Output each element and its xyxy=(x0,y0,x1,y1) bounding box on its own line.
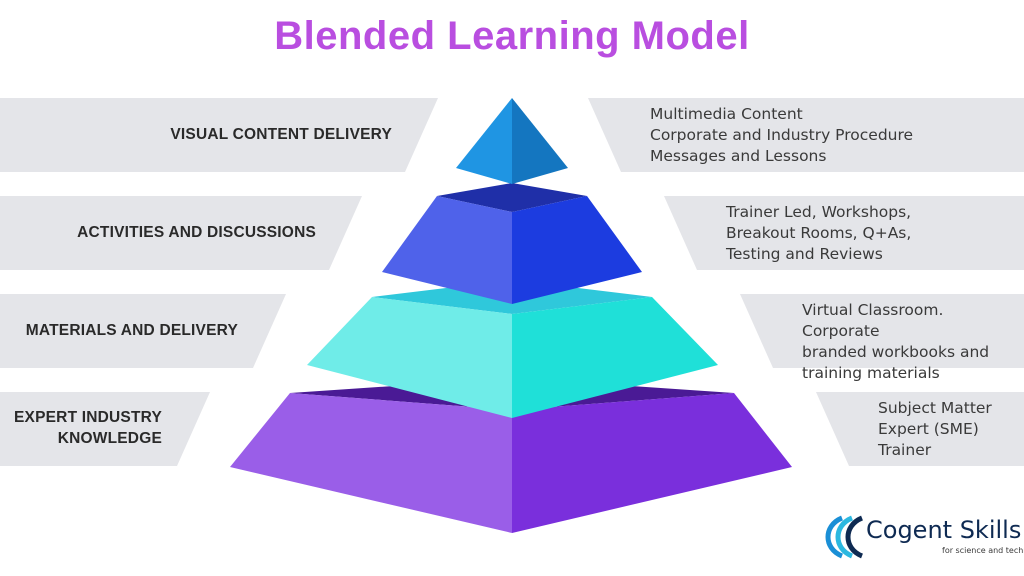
right-label-4-line-2: Expert (SME) xyxy=(878,420,979,438)
right-label-3: Virtual Classroom. Corporate branded wor… xyxy=(802,300,1020,384)
right-label-1: Multimedia Content Corporate and Industr… xyxy=(650,104,990,167)
right-band-2 xyxy=(664,196,1024,270)
right-label-3-line-3: training materials xyxy=(802,364,940,382)
tier2-left xyxy=(382,196,512,304)
right-band-1 xyxy=(588,98,1024,172)
right-band-3 xyxy=(740,294,1024,368)
logo-tagline: for science and technology xyxy=(942,546,1024,555)
left-label-2-line-1: ACTIVITIES AND DISCUSSIONS xyxy=(77,224,316,241)
right-label-1-line-3: Messages and Lessons xyxy=(650,147,827,165)
left-label-4-line-2: KNOWLEDGE xyxy=(57,430,162,447)
right-label-2-line-2: Breakout Rooms, Q+As, xyxy=(726,224,912,242)
left-band-1 xyxy=(0,98,438,172)
right-label-4-line-1: Subject Matter xyxy=(878,399,992,417)
left-label-2: ACTIVITIES AND DISCUSSIONS xyxy=(16,222,316,243)
left-label-4-line-1: EXPERT INDUSTRY xyxy=(14,409,162,426)
right-label-3-line-1: Virtual Classroom. Corporate xyxy=(802,301,944,340)
cogent-skills-logo: Cogent Skills for science and technology xyxy=(824,514,1024,560)
right-label-1-line-2: Corporate and Industry Procedure xyxy=(650,126,914,144)
logo-mark-icon xyxy=(825,515,864,559)
right-label-3-line-2: branded workbooks and xyxy=(802,343,990,361)
left-band-2 xyxy=(0,196,362,270)
tier3-right xyxy=(512,297,718,418)
tier4-left xyxy=(230,393,512,533)
right-label-2-line-3: Testing and Reviews xyxy=(726,245,883,263)
page-title: Blended Learning Model xyxy=(274,14,750,58)
tier1-right xyxy=(512,98,568,184)
tier4-right xyxy=(512,393,792,533)
right-label-4: Subject Matter Expert (SME) Trainer xyxy=(878,398,1018,461)
right-label-2: Trainer Led, Workshops, Breakout Rooms, … xyxy=(726,202,1006,265)
left-band-4 xyxy=(0,392,210,466)
left-label-4: EXPERT INDUSTRY KNOWLEDGE xyxy=(2,407,162,449)
tier3-left xyxy=(307,297,512,418)
left-band-3 xyxy=(0,294,286,368)
tier1-left xyxy=(456,98,512,184)
tier2-right xyxy=(512,196,642,304)
tier2-top xyxy=(437,183,587,212)
left-label-1-line-1: VISUAL CONTENT DELIVERY xyxy=(170,126,392,143)
left-label-3-line-1: MATERIALS AND DELIVERY xyxy=(25,322,238,339)
right-label-1-line-1: Multimedia Content xyxy=(650,105,803,123)
left-label-1: VISUAL CONTENT DELIVERY xyxy=(32,124,392,145)
logo-name: Cogent Skills xyxy=(866,516,1022,544)
right-label-2-line-1: Trainer Led, Workshops, xyxy=(726,203,912,221)
left-label-3: MATERIALS AND DELIVERY xyxy=(8,320,238,341)
right-label-4-line-3: Trainer xyxy=(878,441,932,459)
right-band-4 xyxy=(816,392,1024,466)
